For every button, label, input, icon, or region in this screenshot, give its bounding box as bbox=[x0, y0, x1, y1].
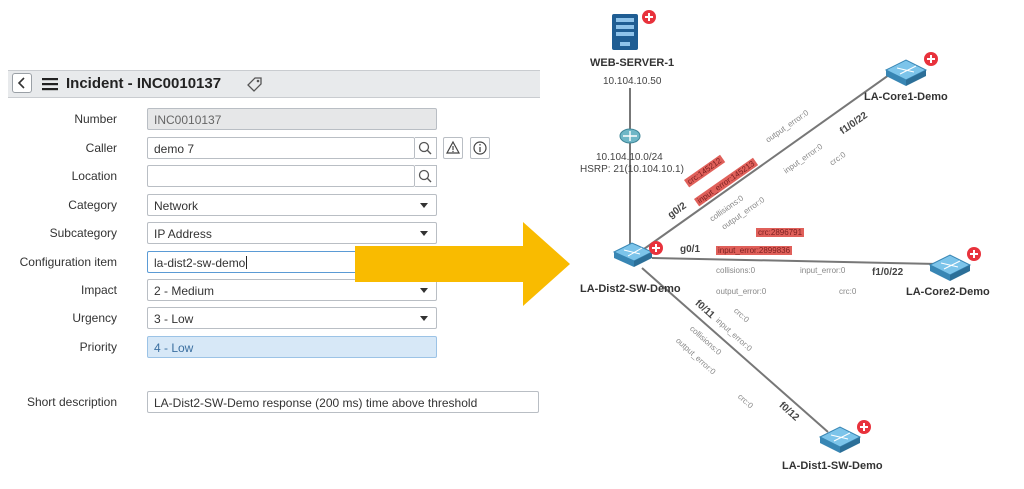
switch-icon-core2 bbox=[928, 254, 972, 281]
topology-links bbox=[612, 10, 981, 453]
core1-name[interactable]: LA-Core1-Demo bbox=[864, 91, 948, 103]
port-dist2-g01: g0/1 bbox=[680, 244, 701, 255]
impact-row: Impact 2 - Medium bbox=[0, 279, 540, 303]
input-error-alert-core2: input_error:2899836 bbox=[716, 246, 793, 255]
short-description-label: Short description bbox=[26, 395, 117, 409]
input-error-core2: input_error:0 bbox=[800, 266, 846, 275]
output-error-core2: output_error:0 bbox=[716, 287, 767, 296]
config-item-label: Configuration item bbox=[19, 255, 117, 269]
warning-icon bbox=[445, 140, 461, 154]
impact-label: Impact bbox=[80, 283, 117, 297]
alert-badge-icon bbox=[857, 420, 871, 434]
alert-badge-icon bbox=[642, 10, 656, 24]
network-topology: WEB-SERVER-1 10.104.10.50 10.104.10.0/24… bbox=[560, 0, 1024, 489]
config-item-value: la-dist2-sw-demo bbox=[154, 256, 246, 270]
router-icon bbox=[619, 128, 641, 144]
caller-row: Caller demo 7 bbox=[0, 137, 540, 161]
urgency-label: Urgency bbox=[72, 311, 117, 325]
link-dist2-core2 bbox=[651, 257, 939, 265]
number-row: Number INC0010137 bbox=[0, 108, 540, 132]
subcategory-row: Subcategory IP Address bbox=[0, 222, 540, 246]
location-lookup-button[interactable] bbox=[415, 165, 437, 187]
form-header: Incident - INC0010137 bbox=[8, 70, 540, 98]
caller-input[interactable]: demo 7 bbox=[147, 137, 415, 159]
search-icon bbox=[418, 169, 432, 183]
location-input[interactable] bbox=[147, 165, 415, 187]
page-title: Incident - INC0010137 bbox=[66, 75, 222, 92]
core2-name[interactable]: LA-Core2-Demo bbox=[906, 286, 990, 298]
priority-label: Priority bbox=[79, 340, 117, 354]
subnet-network: 10.104.10.0/24 bbox=[596, 152, 663, 163]
crc-alert-core2: crc:2896791 bbox=[756, 228, 805, 237]
subcategory-select[interactable]: IP Address bbox=[147, 222, 437, 244]
location-label: Location bbox=[71, 169, 117, 183]
dist1-name[interactable]: LA-Dist1-SW-Demo bbox=[782, 460, 883, 472]
number-label: Number bbox=[74, 112, 117, 126]
search-icon bbox=[418, 141, 432, 155]
switch-icon-dist1 bbox=[818, 426, 862, 453]
caller-lookup-button[interactable] bbox=[415, 137, 437, 159]
right-arrow-icon bbox=[355, 222, 570, 306]
alert-badge-icon bbox=[967, 247, 981, 261]
short-description-row: Short description LA-Dist2-SW-Demo respo… bbox=[0, 391, 540, 415]
caller-label: Caller bbox=[85, 141, 117, 155]
number-field: INC0010137 bbox=[147, 108, 437, 130]
urgency-row: Urgency 3 - Low bbox=[0, 307, 540, 331]
web-server-name[interactable]: WEB-SERVER-1 bbox=[590, 57, 675, 69]
urgency-select[interactable]: 3 - Low bbox=[147, 307, 437, 329]
chevron-left-icon bbox=[17, 77, 25, 89]
incident-form: Incident - INC0010137 Number INC0010137 … bbox=[0, 70, 540, 415]
alert-badge-icon bbox=[924, 52, 938, 66]
port-core2-f1022: f1/0/22 bbox=[872, 267, 904, 278]
priority-field: 4 - Low bbox=[147, 336, 437, 358]
menu-icon[interactable] bbox=[42, 77, 58, 91]
switch-icon-dist2 bbox=[612, 242, 654, 267]
dist2-name[interactable]: LA-Dist2-SW-Demo bbox=[580, 283, 681, 295]
switch-icon-core1 bbox=[884, 59, 928, 86]
category-label: Category bbox=[68, 198, 117, 212]
tag-icon[interactable] bbox=[246, 75, 264, 93]
impact-select[interactable]: 2 - Medium bbox=[147, 279, 437, 301]
priority-row: Priority 4 - Low bbox=[0, 336, 540, 360]
location-row: Location bbox=[0, 165, 540, 189]
category-select[interactable]: Network bbox=[147, 194, 437, 216]
link-dist2-dist1 bbox=[641, 267, 829, 433]
web-server-ip: 10.104.10.50 bbox=[603, 76, 662, 87]
short-description-input[interactable]: LA-Dist2-SW-Demo response (200 ms) time … bbox=[147, 391, 539, 413]
subcategory-label: Subcategory bbox=[49, 226, 117, 240]
collisions-core2: collisions:0 bbox=[716, 266, 756, 275]
crc-core2: crc:0 bbox=[839, 287, 857, 296]
info-icon bbox=[473, 141, 487, 155]
alert-badge-icon bbox=[649, 241, 663, 255]
warning-button[interactable] bbox=[443, 137, 463, 159]
subnet-hsrp: HSRP: 21(10.104.10.1) bbox=[580, 164, 684, 175]
category-row: Category Network bbox=[0, 194, 540, 218]
text-cursor bbox=[246, 256, 248, 269]
info-button[interactable] bbox=[470, 137, 490, 159]
back-button[interactable] bbox=[12, 73, 32, 93]
server-icon bbox=[612, 14, 638, 50]
link-dist2-core1 bbox=[643, 69, 897, 250]
